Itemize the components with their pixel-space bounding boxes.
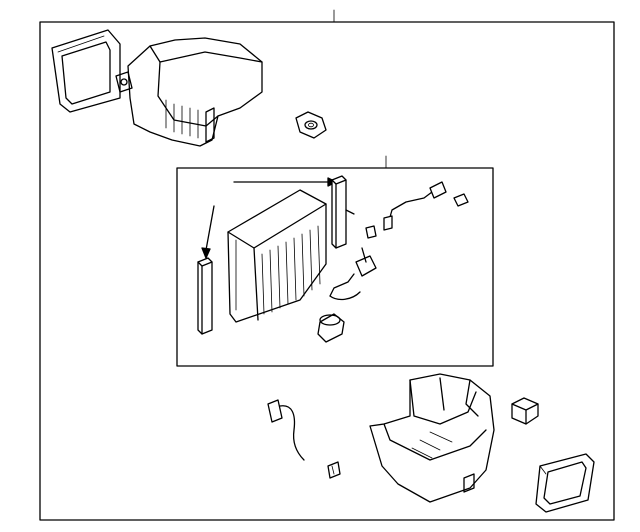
caps bbox=[365, 193, 469, 239]
grommet bbox=[295, 111, 327, 139]
sensor-wire bbox=[383, 181, 447, 231]
drain-hose bbox=[317, 313, 345, 343]
blower-case-lower bbox=[369, 373, 495, 503]
nut bbox=[511, 397, 539, 425]
outer-frame bbox=[39, 21, 615, 521]
arrow-to-seal-right bbox=[233, 177, 337, 187]
arrow-to-seal-left bbox=[201, 205, 215, 259]
seal-frame-right bbox=[535, 453, 595, 513]
clip bbox=[327, 461, 341, 479]
expansion-valve bbox=[329, 247, 377, 301]
evaporator-assembly-frame bbox=[176, 167, 494, 367]
foam-seal-strip-right bbox=[331, 175, 355, 249]
evaporator-core bbox=[227, 189, 327, 323]
foam-seal-strip-left bbox=[197, 257, 213, 335]
seal-frame-left bbox=[51, 29, 121, 113]
blower-case-upper bbox=[115, 37, 263, 147]
harness-connector bbox=[267, 399, 305, 461]
